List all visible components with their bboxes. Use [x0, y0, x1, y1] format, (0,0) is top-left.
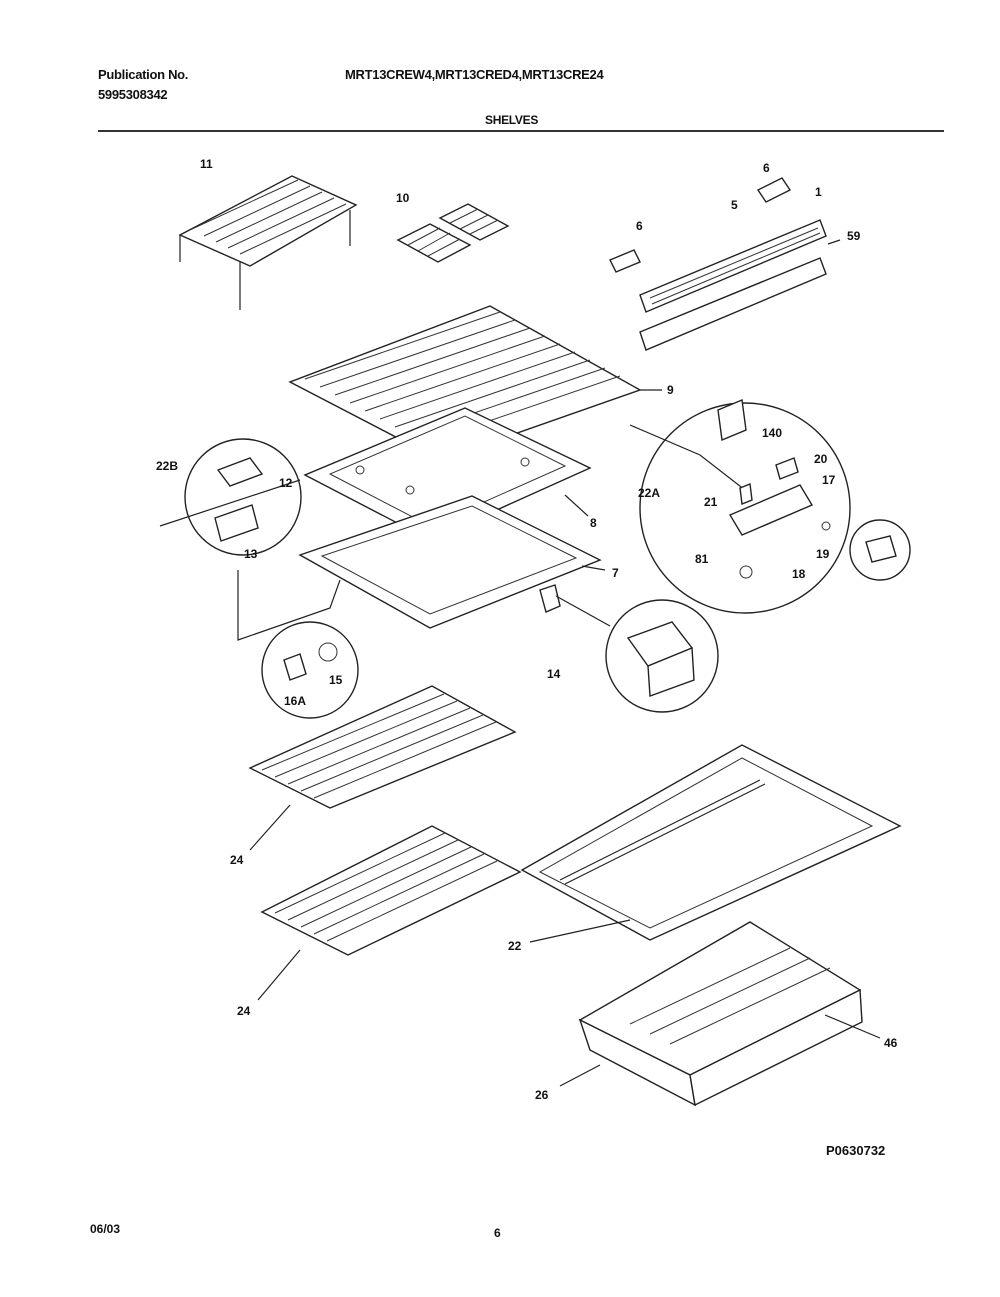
date: 06/03 — [90, 1222, 121, 1236]
part-26-crisper-drawer — [559, 921, 881, 1107]
publication-label: Publication No. — [98, 67, 189, 82]
callout-10: 10 — [396, 191, 410, 205]
callout-22: 22 — [508, 939, 522, 953]
callout-46: 46 — [884, 1036, 898, 1050]
part-7-tray — [298, 495, 606, 629]
callout-24-lower: 24 — [237, 1004, 251, 1018]
callout-81: 81 — [695, 552, 709, 566]
callout-13: 13 — [244, 547, 258, 561]
header-rule — [98, 130, 944, 132]
detail-circle-right — [629, 399, 851, 614]
callout-20: 20 — [814, 452, 828, 466]
callout-140: 140 — [762, 426, 782, 440]
part-10-trays — [396, 203, 510, 263]
part-14-detail — [539, 584, 719, 713]
section-title: SHELVES — [485, 113, 539, 127]
callout-15: 15 — [329, 673, 343, 687]
callout-17: 17 — [822, 473, 836, 487]
callout-21: 21 — [704, 495, 718, 509]
callout-9: 9 — [667, 383, 674, 397]
callout-8: 8 — [590, 516, 597, 530]
part-9-shelf-grid — [288, 305, 662, 461]
part-22-crisper-cover — [520, 744, 902, 943]
callout-12: 12 — [279, 476, 293, 490]
callout-11: 11 — [200, 157, 213, 171]
callout-26: 26 — [535, 1088, 549, 1102]
callout-16a: 16A — [284, 694, 306, 708]
callout-18: 18 — [792, 567, 806, 581]
publication-number: 5995308342 — [98, 87, 168, 102]
callout-19: 19 — [816, 547, 830, 561]
callout-24-upper: 24 — [230, 853, 244, 867]
figure-code: P0630732 — [826, 1143, 886, 1158]
callout-22a: 22A — [638, 486, 660, 500]
part-11-wire-rack — [178, 175, 358, 310]
callout-22b: 22B — [156, 459, 178, 473]
callout-14: 14 — [547, 667, 561, 681]
callout-7: 7 — [612, 566, 619, 580]
callout-5: 5 — [731, 198, 738, 212]
part-5-control-strip — [609, 177, 841, 351]
part-24-shelf-upper — [248, 685, 517, 851]
model-numbers: MRT13CREW4,MRT13CRED4,MRT13CRE24 — [345, 67, 604, 82]
part-24-shelf-lower — [257, 825, 522, 1001]
callout-59: 59 — [847, 229, 861, 243]
callout-6-top: 6 — [763, 161, 770, 175]
detail-circle-lower-left — [237, 570, 359, 719]
callout-6-left: 6 — [636, 219, 643, 233]
callout-1: 1 — [815, 185, 822, 199]
detail-circle-left — [159, 438, 302, 556]
detail-circle-small-right — [849, 519, 911, 581]
page-number: 6 — [494, 1226, 501, 1240]
